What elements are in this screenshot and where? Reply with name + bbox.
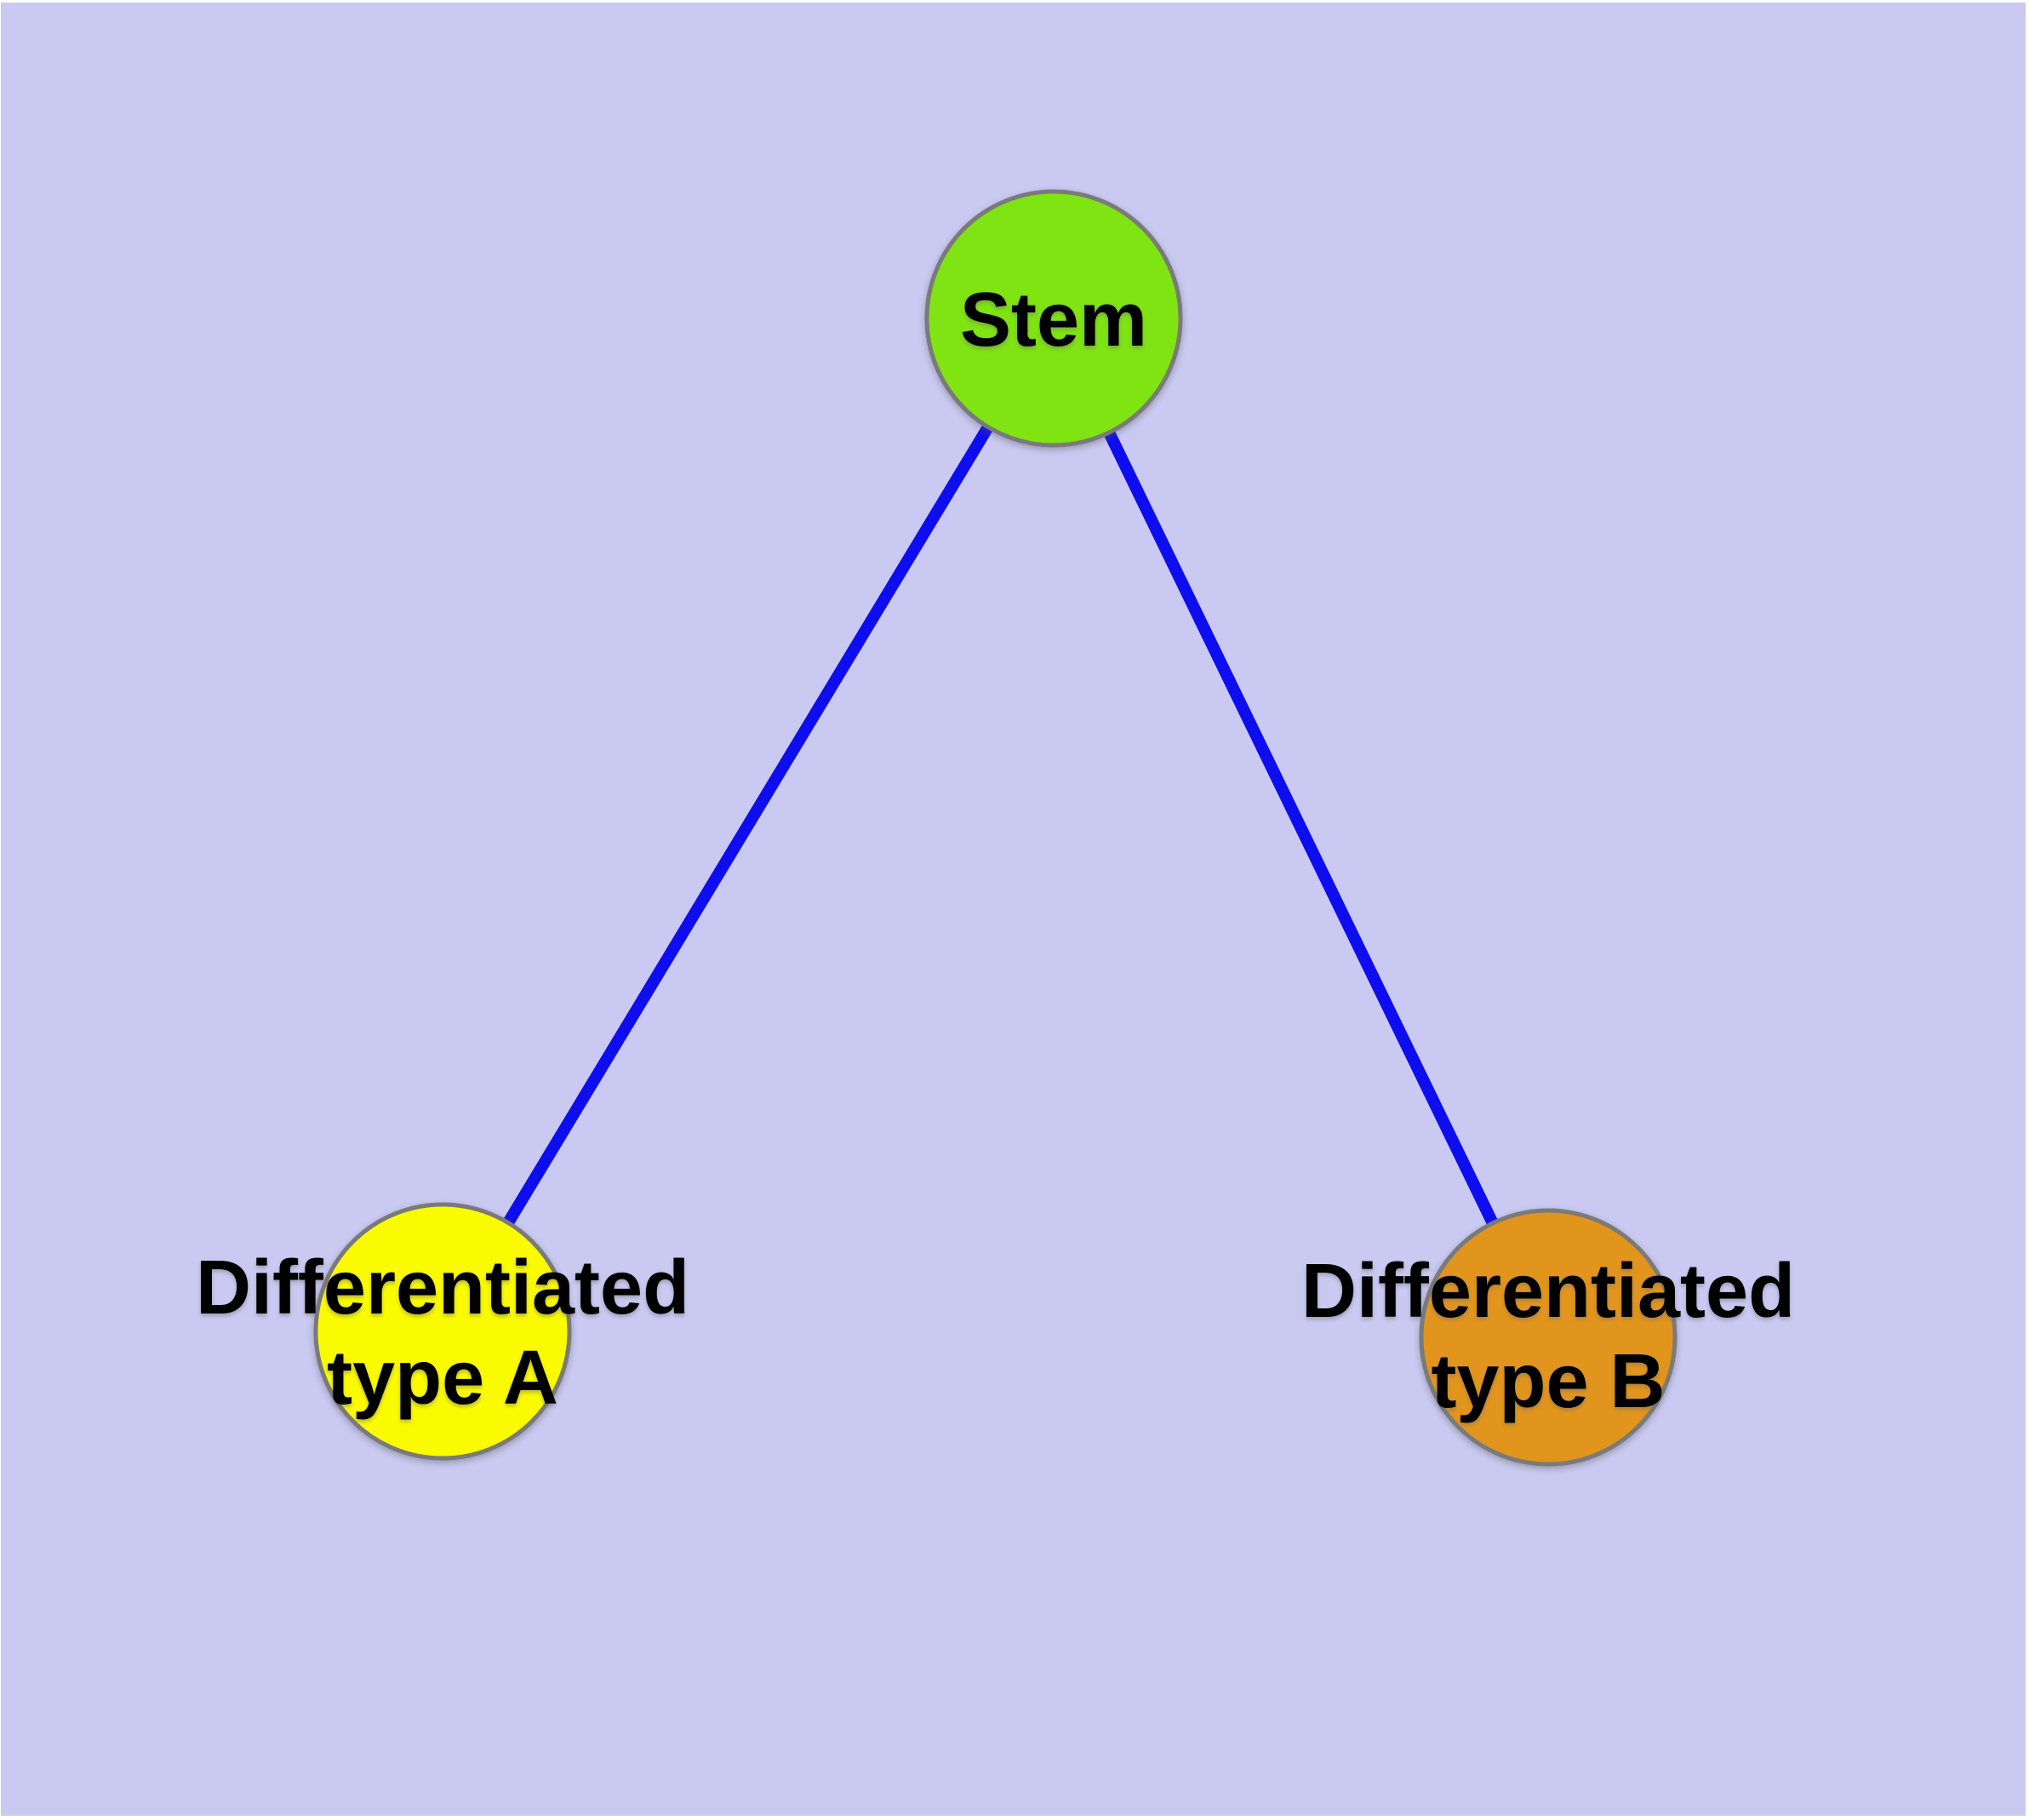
edge-stem-to-type-a[interactable] xyxy=(437,315,1059,1335)
edge-stem-to-type-b[interactable] xyxy=(1048,315,1554,1341)
node-stem[interactable] xyxy=(924,189,1183,448)
node-label-stem[interactable]: Stem xyxy=(959,277,1148,363)
node-differentiated-type-a[interactable] xyxy=(313,1202,572,1461)
node-differentiated-type-b[interactable] xyxy=(1419,1208,1677,1467)
node-label-differentiated-type-a[interactable]: Differentiated type A xyxy=(195,1245,690,1421)
node-label-differentiated-type-b[interactable]: Differentiated type B xyxy=(1300,1248,1796,1424)
